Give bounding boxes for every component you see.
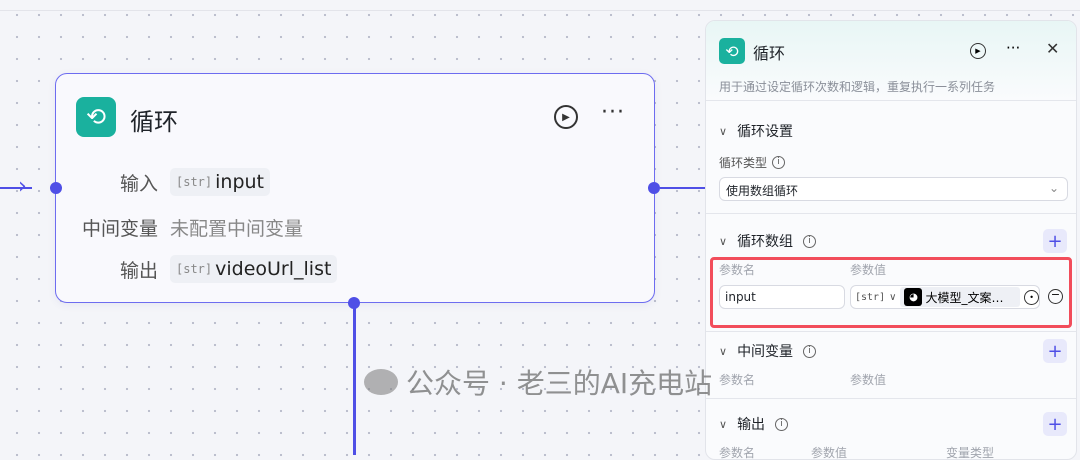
chevron-down-icon: ∨ (719, 344, 728, 358)
section-loop-settings[interactable]: ∨ 循环设置 (719, 121, 793, 141)
add-intermediate-button[interactable]: + (1043, 339, 1067, 363)
column-header: 参数名 (719, 263, 756, 277)
more-icon[interactable]: ··· (601, 100, 625, 125)
info-icon[interactable]: i (803, 234, 817, 248)
info-icon[interactable]: i (775, 417, 789, 431)
canvas-top-border (0, 10, 1080, 11)
loop-type-select[interactable]: 使用数组循环 ⌄ (719, 177, 1068, 201)
type-badge: [str] (176, 262, 213, 276)
add-array-button[interactable]: + (1043, 229, 1067, 253)
run-icon[interactable]: ▶ (970, 43, 986, 59)
info-icon[interactable]: i (803, 344, 817, 358)
node-settings-panel: ⟲ 循环 ▶ ··· ✕ 用于通过设定循环次数和逻辑，重复执行一系列任务 ∨ 循环… (705, 20, 1077, 460)
highlight-box (710, 257, 1072, 328)
node-row-output: 输出 [str]videoUrl_list (56, 255, 338, 283)
close-icon[interactable]: ✕ (1046, 39, 1060, 58)
section-intermediate[interactable]: ∨ 中间变量 i (719, 341, 817, 361)
row-label: 输出 (119, 259, 158, 282)
more-icon[interactable]: ··· (1006, 39, 1021, 57)
panel-title: 循环 (753, 44, 786, 63)
section-heading: 中间变量 (737, 344, 794, 360)
watermark-text: 公众号 · 老三的AI充电站 (406, 367, 713, 400)
node-row-input: 输入 [str]input (56, 168, 270, 196)
divider (706, 213, 1076, 214)
section-loop-array[interactable]: ∨ 循环数组 i (719, 231, 817, 251)
reference-label: 大模型_文案… (925, 290, 1004, 305)
input-port[interactable] (50, 182, 62, 194)
type-badge: [str] (176, 175, 213, 189)
chevron-down-icon: ∨ (889, 291, 897, 303)
loop-type-label: 循环类型 i (719, 154, 786, 171)
section-output[interactable]: ∨ 输出 i (719, 414, 789, 434)
column-header: 参数值 (850, 263, 887, 277)
section-heading: 输出 (737, 417, 766, 433)
select-value: 使用数组循环 (726, 184, 799, 198)
node-title: 循环 (130, 108, 178, 136)
section-heading: 循环设置 (737, 124, 794, 140)
section-heading: 循环数组 (737, 234, 794, 250)
loop-icon: ⟲ (76, 97, 116, 137)
type-select[interactable]: [str] (855, 291, 886, 303)
panel-description: 用于通过设定循环次数和逻辑，重复执行一系列任务 (719, 80, 996, 94)
chevron-down-icon: ∨ (719, 417, 728, 431)
column-header: 参数名 (719, 373, 756, 387)
node-row-intermediate: 中间变量 未配置中间变量 (56, 214, 303, 241)
loop-node[interactable]: ⟲ 循环 ▶ ··· 输入 [str]input 中间变量 未配置中间变量 输出… (55, 73, 655, 303)
incoming-edge (0, 187, 32, 189)
add-output-button[interactable]: + (1043, 412, 1067, 436)
wechat-logo-icon (364, 369, 398, 395)
loop-icon: ⟲ (719, 38, 745, 64)
target-icon[interactable]: • (1024, 289, 1039, 305)
chevron-down-icon: ∨ (719, 234, 728, 248)
column-header: 参数名 (719, 446, 756, 460)
panel-header: ⟲ 循环 ▶ ··· ✕ 用于通过设定循环次数和逻辑，重复执行一系列任务 (706, 21, 1076, 101)
column-header: 参数值 (811, 446, 848, 460)
input-tag: [str]input (170, 168, 270, 196)
row-label: 中间变量 (81, 218, 158, 240)
chevron-down-icon: ∨ (719, 124, 728, 138)
loop-body-edge (353, 305, 356, 455)
field-label: 循环类型 (719, 156, 768, 170)
variable-reference[interactable]: ◕大模型_文案… (900, 287, 1021, 307)
info-icon[interactable]: i (772, 156, 786, 169)
tag-value: videoUrl_list (215, 258, 332, 280)
run-icon[interactable]: ▶ (554, 105, 578, 129)
param-name-input[interactable]: input (719, 285, 845, 309)
output-port[interactable] (648, 182, 660, 194)
row-value: 未配置中间变量 (170, 218, 304, 240)
param-value-field[interactable]: [str]∨ ◕大模型_文案… • (850, 285, 1040, 309)
watermark: 公众号 · 老三的AI充电站 (364, 362, 712, 402)
llm-node-icon: ◕ (904, 288, 923, 306)
row-label: 输入 (119, 172, 158, 195)
column-header: 变量类型 (946, 446, 995, 460)
outgoing-edge (660, 187, 705, 189)
chevron-down-icon: ⌄ (1048, 181, 1059, 195)
output-tag: [str]videoUrl_list (170, 255, 338, 283)
loop-body-port[interactable] (348, 297, 360, 309)
arrow-right-icon: › (18, 174, 27, 199)
divider (706, 398, 1076, 399)
remove-param-button[interactable]: − (1048, 289, 1063, 304)
column-header: 参数值 (850, 373, 887, 387)
divider (706, 331, 1076, 332)
tag-value: input (215, 171, 264, 193)
